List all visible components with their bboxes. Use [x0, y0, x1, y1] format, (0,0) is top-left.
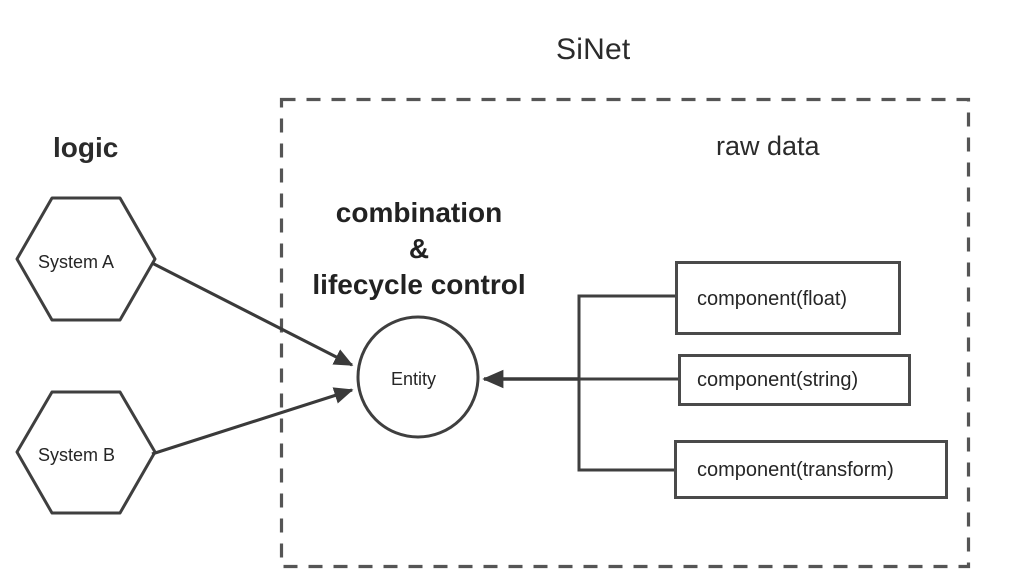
center-annotation: combination & lifecycle control — [290, 195, 548, 302]
diagram-title: SiNet — [556, 33, 631, 66]
component-label-transform: component(transform) — [697, 459, 894, 481]
component-label-string: component(string) — [697, 369, 859, 391]
system-b-label: System B — [38, 445, 116, 465]
group-label-raw-data: raw data — [716, 131, 820, 161]
system-a-label: System A — [38, 252, 115, 272]
hexagon-system-b[interactable] — [15, 390, 157, 515]
component-box-transform[interactable] — [674, 440, 948, 499]
edge-system-b-to-entity — [151, 387, 354, 456]
component-label-float: component(float) — [697, 288, 848, 310]
component-bracket — [577, 294, 680, 472]
entity-label: Entity — [391, 369, 437, 389]
component-box-string[interactable] — [678, 354, 911, 406]
center-annotation-line-1: combination — [335, 197, 503, 228]
edge-system-a-to-entity — [151, 261, 354, 367]
group-label-logic: logic — [53, 132, 119, 163]
center-annotation-line-2: & — [408, 232, 430, 264]
entity-circle[interactable] — [356, 315, 480, 439]
component-box-float[interactable] — [675, 261, 901, 335]
hexagon-system-a[interactable] — [15, 196, 157, 322]
center-annotation-line-3: lifecycle control — [312, 268, 526, 300]
